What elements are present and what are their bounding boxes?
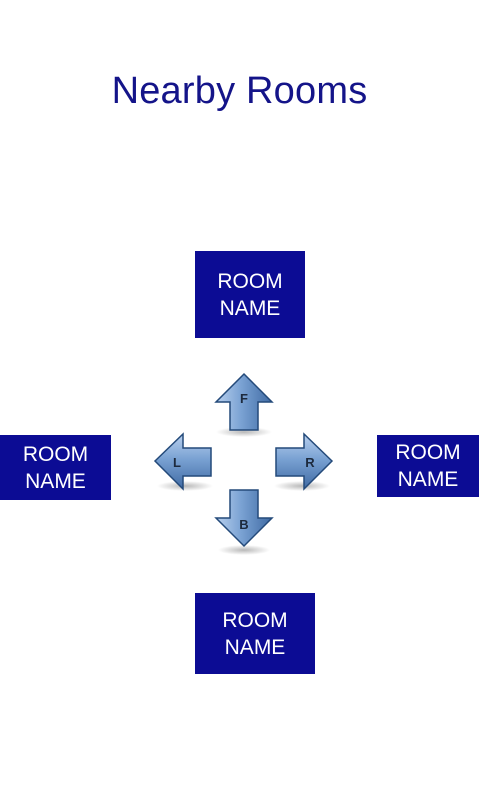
back-arrow-button[interactable]: B bbox=[214, 488, 274, 556]
arrow-down-icon bbox=[214, 489, 274, 555]
room-right-label: ROOM NAME bbox=[395, 439, 460, 493]
arrow-up-icon bbox=[214, 372, 274, 437]
room-back-label-line1: ROOM bbox=[222, 608, 288, 632]
room-front-button[interactable]: ROOM NAME bbox=[195, 251, 305, 338]
room-right-label-line1: ROOM bbox=[395, 441, 461, 464]
room-front-label-line2: NAME bbox=[219, 296, 281, 320]
room-front-label-line1: ROOM bbox=[217, 269, 283, 293]
room-right-label-line2: NAME bbox=[397, 468, 459, 491]
room-left-label: ROOM NAME bbox=[23, 441, 88, 495]
room-front-label: ROOM NAME bbox=[217, 268, 282, 322]
room-left-label-line2: NAME bbox=[25, 469, 86, 493]
arrow-right-icon bbox=[274, 432, 334, 491]
room-back-label-line2: NAME bbox=[224, 635, 286, 659]
room-left-label-line1: ROOM bbox=[22, 442, 89, 466]
room-back-label: ROOM NAME bbox=[222, 607, 287, 661]
left-arrow-button[interactable]: L bbox=[153, 432, 215, 492]
page-title: Nearby Rooms bbox=[111, 70, 368, 112]
forward-arrow-button[interactable]: F bbox=[214, 372, 274, 438]
room-left-button[interactable]: ROOM NAME bbox=[0, 435, 111, 500]
room-back-button[interactable]: ROOM NAME bbox=[195, 593, 315, 674]
arrow-left-icon bbox=[153, 432, 213, 491]
room-right-button[interactable]: ROOM NAME bbox=[377, 435, 479, 497]
right-arrow-button[interactable]: R bbox=[272, 432, 334, 492]
